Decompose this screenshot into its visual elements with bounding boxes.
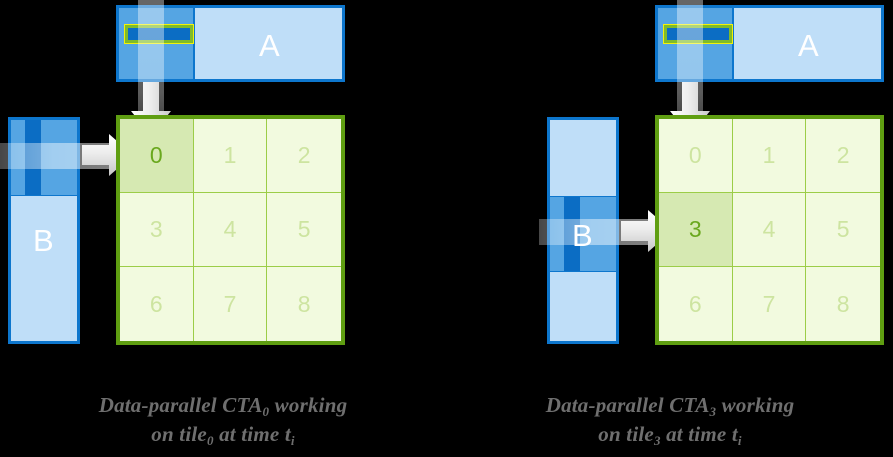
- matrix-b: B: [8, 117, 80, 344]
- tile-cell[interactable]: 4: [193, 193, 268, 267]
- caption-text: on tile: [598, 422, 654, 446]
- caption-subscript: i: [737, 433, 742, 448]
- tile-cell[interactable]: 6: [120, 267, 194, 341]
- caption-text: at time t: [213, 422, 291, 446]
- caption-text: on tile: [151, 422, 207, 446]
- caption-text: at time t: [660, 422, 738, 446]
- panel-cta0: A B: [0, 0, 446, 457]
- tile-cell[interactable]: 7: [732, 267, 807, 341]
- caption-line-2: on tile0 at time ti: [0, 421, 446, 450]
- matrix-a-active-block: [658, 8, 734, 79]
- matrix-b: B: [547, 117, 619, 344]
- matrix-b-label: B: [572, 218, 593, 253]
- panel-caption: Data-parallel CTA0 working on tile0 at t…: [0, 392, 446, 450]
- tile-cell[interactable]: 3: [120, 193, 194, 267]
- tile-cell[interactable]: 2: [806, 119, 880, 193]
- matrix-a-label: A: [259, 28, 280, 63]
- tile-cell[interactable]: 0: [659, 119, 733, 193]
- caption-text: working: [269, 393, 348, 417]
- matrix-a-highlight-row: [125, 25, 193, 43]
- matrix-b-highlight-column: [25, 120, 41, 195]
- matrix-a: A: [116, 5, 345, 82]
- caption-subscript: 0: [262, 404, 270, 419]
- tile-cell[interactable]: 8: [806, 267, 880, 341]
- tile-cell[interactable]: 2: [267, 119, 341, 193]
- tile-cell[interactable]: 7: [193, 267, 268, 341]
- tile-cell[interactable]: 1: [732, 119, 807, 193]
- caption-subscript: 3: [709, 404, 717, 419]
- tile-grid: 0 1 2 3 4 5 6 7 8: [655, 115, 884, 345]
- matrix-a-label: A: [798, 28, 819, 63]
- tile-cell[interactable]: 4: [732, 193, 807, 267]
- tile-grid: 0 1 2 3 4 5 6 7 8: [116, 115, 345, 345]
- caption-subscript: 0: [206, 433, 214, 448]
- tile-cell[interactable]: 3: [659, 193, 733, 267]
- caption-text: working: [716, 393, 795, 417]
- tile-cell[interactable]: 5: [267, 193, 341, 267]
- matrix-a: A: [655, 5, 884, 82]
- caption-line-1: Data-parallel CTA0 working: [0, 392, 446, 421]
- caption-subscript: 3: [653, 433, 661, 448]
- tile-cell[interactable]: 1: [193, 119, 268, 193]
- tile-cell[interactable]: 5: [806, 193, 880, 267]
- caption-text: Data-parallel CTA: [98, 393, 263, 417]
- tile-cell[interactable]: 6: [659, 267, 733, 341]
- tile-cell[interactable]: 8: [267, 267, 341, 341]
- tile-cell[interactable]: 0: [120, 119, 194, 193]
- caption-subscript: i: [290, 433, 295, 448]
- caption-line-1: Data-parallel CTA3 working: [447, 392, 893, 421]
- matrix-b-label: B: [33, 223, 54, 258]
- caption-text: Data-parallel CTA: [545, 393, 710, 417]
- matrix-b-active-block: [11, 120, 77, 196]
- matrix-a-active-block: [119, 8, 195, 79]
- panel-caption: Data-parallel CTA3 working on tile3 at t…: [447, 392, 893, 450]
- panel-cta3: A B: [447, 0, 893, 457]
- matrix-a-highlight-row: [664, 25, 732, 43]
- caption-line-2: on tile3 at time ti: [447, 421, 893, 450]
